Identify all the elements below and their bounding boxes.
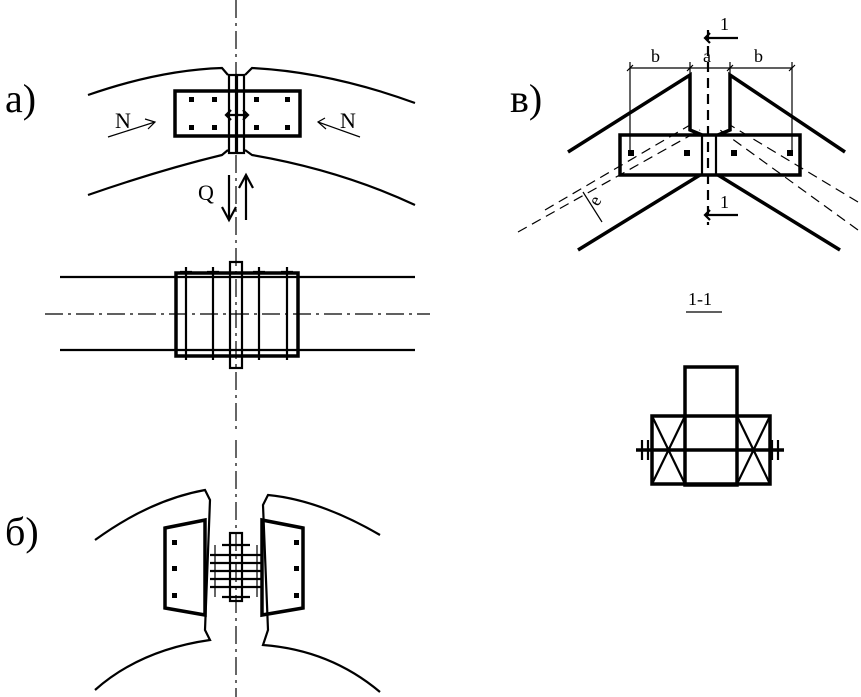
bolt [628, 150, 634, 156]
dim-b-right: b [754, 46, 763, 66]
bolt [731, 150, 737, 156]
guide-right-1 [719, 129, 859, 231]
dim-ticks [626, 64, 796, 72]
bolt [684, 150, 690, 156]
arrow-head-left [144, 118, 157, 130]
hinge-bars [210, 553, 262, 589]
member-right-bottom [717, 173, 841, 252]
arch-right-b [261, 493, 381, 693]
member-left-bottom [577, 173, 701, 252]
bolt [172, 593, 177, 598]
panel-a: N N Q а) [5, 0, 430, 430]
label-q: Q [198, 180, 214, 205]
label-n-left: N [115, 108, 131, 133]
arrow-heads [224, 109, 250, 121]
dim-e-line [582, 191, 603, 223]
plate-left-b [163, 517, 207, 618]
hinge-caps [222, 543, 250, 599]
section-1-1: 1-1 [636, 289, 784, 487]
section-mark-top [703, 32, 738, 44]
bolt [285, 125, 290, 130]
bolt [172, 540, 177, 545]
panel-label-b: б) [5, 509, 39, 554]
section-number-top: 1 [720, 14, 729, 34]
arch-bottom-right [244, 149, 416, 206]
arch-top-right [244, 66, 416, 105]
guide-left-2 [544, 124, 691, 211]
arrow-head-right [316, 117, 327, 130]
guide-right-2 [729, 124, 859, 203]
section-bolt-nuts [640, 440, 780, 460]
dim-b-left: b [651, 46, 660, 66]
shear-arrow-up-head [238, 172, 254, 189]
shear-arrow-down-head [221, 206, 237, 223]
bolt [285, 97, 290, 102]
plan-center-plate [228, 260, 244, 370]
arch-left-b [94, 488, 212, 691]
bolt [212, 97, 217, 102]
bolt [189, 125, 194, 130]
arch-bottom-left [87, 149, 229, 197]
force-arrow-left [107, 121, 156, 138]
panel-b: б) [5, 440, 381, 697]
dim-e: e [584, 192, 605, 209]
hinge-plate-b [228, 531, 244, 603]
bolt [294, 540, 299, 545]
member-right-top [717, 71, 846, 154]
arch-top-left [87, 66, 229, 97]
splice-plate [173, 89, 302, 138]
section-title: 1-1 [688, 289, 712, 309]
bolt [172, 566, 177, 571]
bolt [212, 125, 217, 130]
member-left-top [567, 71, 703, 154]
section-web [683, 365, 739, 487]
bolt [294, 566, 299, 571]
bolt [254, 125, 259, 130]
panel-v: b a b e 1 1 в) [510, 14, 859, 252]
force-arrow-right [317, 121, 361, 138]
panel-label-a: а) [5, 76, 36, 121]
plan-bolt-nuts [180, 270, 293, 358]
plan-splice-plate [174, 271, 300, 358]
plate-v [618, 133, 802, 177]
guide-left-1 [517, 129, 701, 233]
bolt [787, 150, 793, 156]
label-n-right: N [340, 108, 356, 133]
plate-right-b [260, 517, 305, 618]
dim-a: a [703, 46, 711, 66]
bolt [189, 97, 194, 102]
section-mark-bottom [703, 209, 738, 221]
bolt [294, 593, 299, 598]
bolt [254, 97, 259, 102]
section-number-bottom: 1 [720, 192, 729, 212]
panel-label-v: в) [510, 76, 542, 121]
